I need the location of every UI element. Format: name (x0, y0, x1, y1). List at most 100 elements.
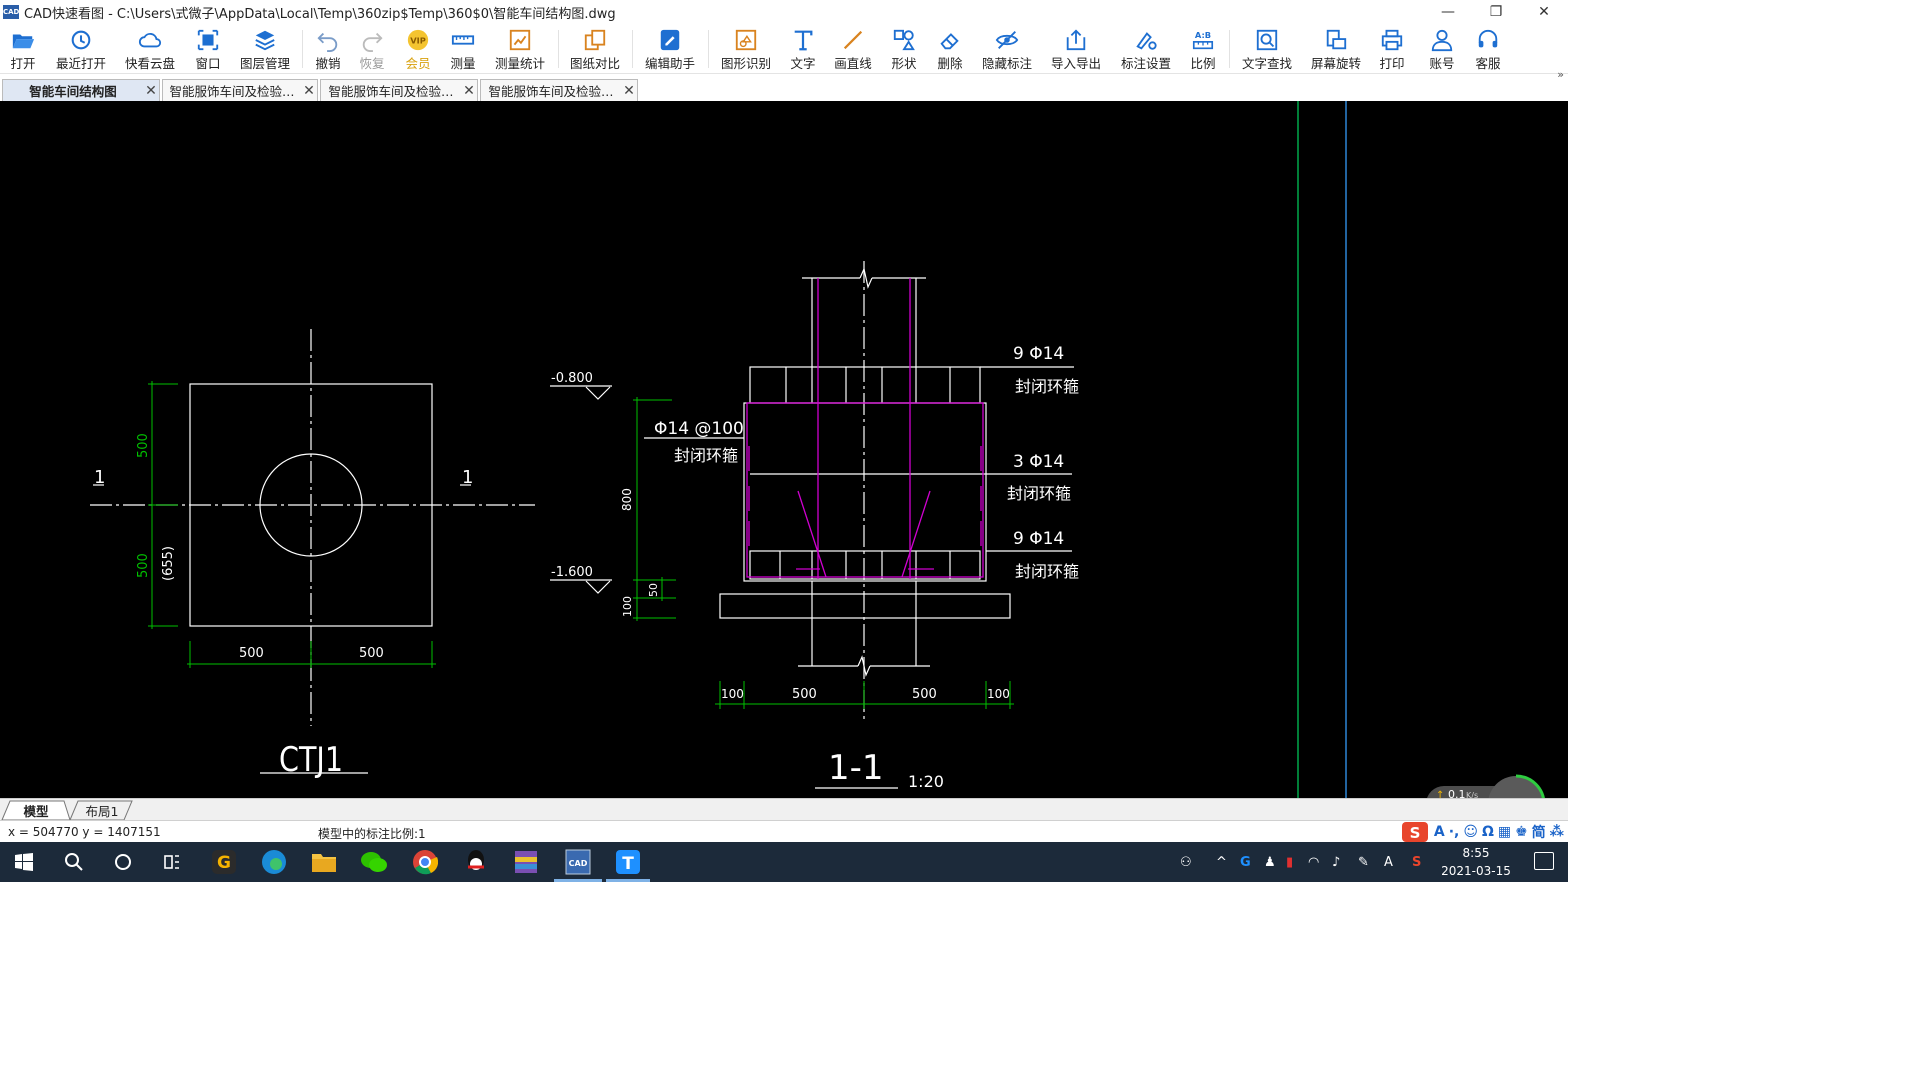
rebar-bot-label-1: 9 Φ14 (1013, 529, 1064, 549)
measure-button[interactable]: 测量 (445, 26, 481, 72)
omega-icon[interactable]: Ω (1481, 824, 1494, 840)
tray-qq-icon[interactable]: ♟ (1264, 854, 1276, 870)
import-export-button[interactable]: 导入导出 (1046, 26, 1106, 72)
tab-close-icon[interactable]: ✕ (623, 82, 635, 99)
start-icon[interactable] (8, 846, 40, 878)
clock[interactable]: 8:55 2021-03-15 (1436, 844, 1516, 880)
chevron-up-icon[interactable]: ^ (1216, 854, 1227, 870)
notification-icon[interactable] (1534, 852, 1554, 870)
skin-icon[interactable]: ♚ (1515, 824, 1528, 840)
text-app-icon[interactable]: T (612, 846, 644, 878)
hide-icon (995, 31, 1019, 49)
file-explorer-icon[interactable] (308, 846, 340, 878)
search-icon[interactable] (58, 846, 90, 878)
tab-close-icon[interactable]: ✕ (463, 82, 475, 99)
ime-letter[interactable]: A (1433, 824, 1445, 840)
tray-ime-letter[interactable]: A (1384, 854, 1393, 870)
ime-toolbar[interactable]: S A ·, ☺ Ω ▦ ♚ 简 ⁂ (1400, 821, 1568, 843)
svg-text:A:B: A:B (1195, 30, 1211, 40)
dim-b4-label: 100 (987, 687, 1010, 701)
print-button[interactable]: 打印 (1374, 26, 1410, 72)
screen-rotate-button[interactable]: 屏幕旋转 (1306, 26, 1366, 72)
layers-icon (255, 30, 275, 51)
ime-mode[interactable]: 简 (1531, 825, 1546, 841)
customer-service-button[interactable]: 客服 (1470, 26, 1506, 72)
qq-icon[interactable] (460, 846, 492, 878)
text-tool-button[interactable]: 文字 (786, 26, 820, 72)
people-icon[interactable]: ⚇ (1180, 854, 1192, 870)
settings-icon[interactable]: ⁂ (1549, 824, 1564, 840)
wifi-icon[interactable]: ◠ (1308, 854, 1320, 870)
status-bar: x = 504770 y = 1407151 模型中的标注比例:1 S A ·,… (0, 820, 1568, 842)
app-g-icon[interactable]: G (208, 846, 240, 878)
app-logo-icon: CAD (3, 5, 19, 19)
chrome-icon[interactable] (409, 846, 441, 878)
section-view (550, 261, 1074, 789)
tab-document[interactable]: 智能服饰车间及检验… ✕ (320, 79, 478, 101)
measure-stats-button[interactable]: 测量统计 (492, 26, 548, 72)
punctuation-icon[interactable]: ·, (1448, 824, 1460, 840)
cad-viewer-icon[interactable]: CAD (562, 846, 594, 878)
cloud-drive-button[interactable]: 快看云盘 (122, 26, 178, 72)
section-dimensions (633, 397, 1014, 709)
wechat-icon[interactable] (358, 846, 390, 878)
shape-button[interactable]: 形状 (886, 26, 922, 72)
draw-line-button[interactable]: 画直线 (830, 26, 876, 72)
close-button[interactable]: ✕ (1538, 4, 1550, 20)
layout-tabs: 模型 布局1 (0, 798, 1568, 821)
recent-icon (71, 30, 91, 50)
tray-red-icon[interactable]: ▮ (1286, 854, 1294, 870)
redo-button[interactable]: 恢复 (354, 26, 390, 72)
section-texts: -0.800 -1.600 Φ14 @100 封闭环箍 800 50 100 9… (551, 344, 1079, 791)
undo-button[interactable]: 撤销 (310, 26, 346, 72)
section-title: 1-1 (828, 748, 884, 788)
scale-button[interactable]: A:B 比例 (1186, 26, 1220, 72)
clock-date: 2021-03-15 (1441, 864, 1511, 878)
restore-button[interactable]: ❐ (1489, 4, 1503, 20)
rebar-top-label-1: 9 Φ14 (1013, 344, 1064, 364)
tray-g-icon[interactable]: G (1240, 854, 1251, 870)
svg-text:0.1: 0.1 (1448, 788, 1466, 801)
window-icon (197, 29, 219, 51)
cortana-icon[interactable] (107, 846, 139, 878)
layer-manager-button[interactable]: 图层管理 (238, 26, 292, 72)
winrar-icon[interactable] (510, 846, 542, 878)
edit-assistant-button[interactable]: 编辑助手 (642, 26, 698, 72)
shape-recognize-icon (735, 29, 757, 51)
pen-icon[interactable]: ✎ (1358, 854, 1369, 870)
hide-annotations-button[interactable]: 隐藏标注 (978, 26, 1036, 72)
sogou-icon[interactable]: S (1400, 821, 1430, 843)
drawing-canvas[interactable]: 1 1 500 500 (655) 500 500 CTJ1 (0, 101, 1568, 798)
tab-close-icon[interactable]: ✕ (303, 82, 315, 99)
edge-icon[interactable] (258, 846, 290, 878)
toolbar-more-button[interactable]: » (1557, 68, 1564, 81)
drawing-compare-button[interactable]: 图纸对比 (566, 26, 624, 72)
task-view-icon[interactable] (156, 846, 188, 878)
tab-model[interactable]: 模型 (23, 803, 49, 819)
tray-sogou-icon[interactable]: S (1412, 854, 1422, 870)
recent-open-button[interactable]: 最近打开 (54, 26, 108, 72)
plan-dimensions (148, 381, 436, 668)
volume-icon[interactable]: ♪ (1332, 854, 1341, 870)
minimize-button[interactable]: — (1441, 4, 1455, 20)
text-search-button[interactable]: 文字查找 (1238, 26, 1296, 72)
open-button[interactable]: 打开 (2, 26, 44, 72)
undo-icon (317, 32, 338, 52)
delete-button[interactable]: 删除 (932, 26, 968, 72)
tab-document[interactable]: 智能服饰车间及检验… ✕ (480, 79, 638, 101)
window-button[interactable]: 窗口 (190, 26, 226, 72)
annotation-settings-button[interactable]: 标注设置 (1116, 26, 1176, 72)
vip-button[interactable]: VIP 会员 (400, 26, 436, 72)
account-button[interactable]: 账号 (1424, 26, 1460, 72)
tab-close-icon[interactable]: ✕ (145, 82, 157, 99)
annotation-settings-icon (1136, 32, 1157, 50)
emoji-icon[interactable]: ☺ (1463, 824, 1478, 840)
window-controls: — ❐ ✕ (1424, 0, 1568, 24)
tab-document[interactable]: 智能服饰车间及检验… ✕ (162, 79, 318, 101)
dim-b3-label: 500 (912, 687, 937, 702)
tab-document[interactable]: 智能车间结构图 ✕ (2, 79, 160, 101)
keyboard-icon[interactable]: ▦ (1497, 824, 1512, 840)
shape-recognize-button[interactable]: 图形识别 (717, 26, 775, 72)
edit-assistant-icon (660, 29, 680, 51)
tab-layout1[interactable]: 布局1 (85, 803, 119, 819)
